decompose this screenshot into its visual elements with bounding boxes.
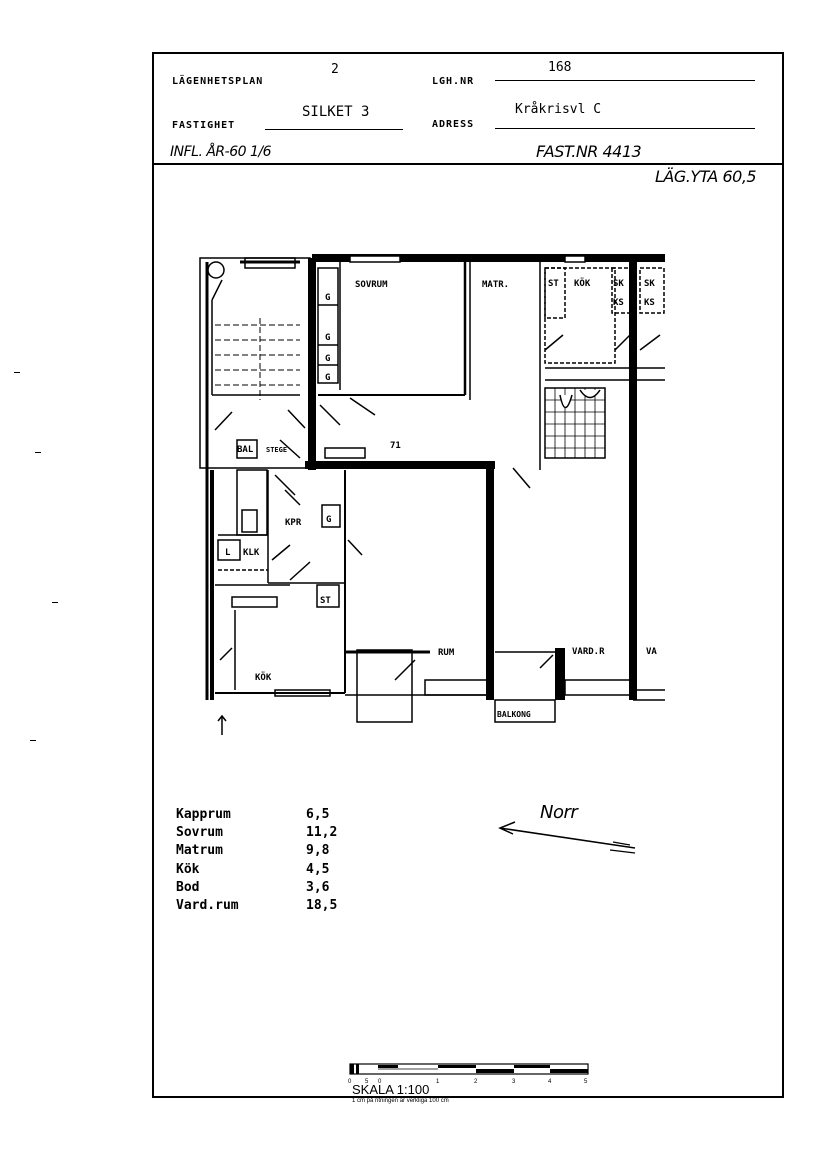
svg-text:KÖK: KÖK bbox=[255, 672, 272, 683]
scale-bar-graphic: 0 5 0 1 2 3 4 5 bbox=[348, 1063, 589, 1085]
svg-text:0: 0 bbox=[348, 1079, 352, 1084]
scan-mark bbox=[52, 602, 58, 603]
scan-mark bbox=[30, 740, 36, 741]
document-frame bbox=[152, 52, 784, 1098]
svg-text:G: G bbox=[325, 293, 330, 303]
svg-text:0: 0 bbox=[378, 1079, 382, 1084]
scale-title: SKALA 1:100 bbox=[352, 1082, 430, 1097]
svg-text:3: 3 bbox=[512, 1079, 516, 1084]
property-underline bbox=[265, 129, 403, 130]
property-label: FASTIGHET bbox=[172, 120, 236, 131]
svg-text:BAL: BAL bbox=[237, 445, 254, 455]
svg-text:KPR: KPR bbox=[285, 518, 302, 528]
svg-text:1: 1 bbox=[436, 1079, 440, 1084]
svg-text:RUM: RUM bbox=[438, 648, 455, 658]
apartment-area: LÄG.YTA 60,5 bbox=[655, 167, 757, 186]
plan-label: LÄGENHETSPLAN bbox=[172, 76, 264, 87]
apartment-no-label: LGH.NR bbox=[432, 76, 475, 87]
svg-text:STEGE: STEGE bbox=[266, 446, 287, 454]
scan-mark bbox=[14, 372, 20, 373]
address-label: ADRESS bbox=[432, 119, 475, 130]
property-number: FAST.NR 4413 bbox=[536, 142, 642, 161]
svg-text:G: G bbox=[326, 515, 331, 525]
header-divider bbox=[152, 163, 784, 165]
scan-mark bbox=[35, 452, 41, 453]
north-indicator: Norr bbox=[495, 800, 645, 860]
svg-text:G: G bbox=[325, 354, 330, 364]
svg-text:MATR.: MATR. bbox=[482, 280, 509, 290]
svg-text:KLK: KLK bbox=[243, 548, 260, 558]
svg-text:VARD.R: VARD.R bbox=[572, 647, 605, 657]
svg-text:ST: ST bbox=[320, 596, 331, 606]
svg-text:SK: SK bbox=[644, 279, 655, 289]
svg-text:BALKONG: BALKONG bbox=[497, 710, 531, 719]
svg-text:2: 2 bbox=[474, 1079, 478, 1084]
svg-text:KS: KS bbox=[644, 298, 655, 308]
svg-text:ST: ST bbox=[548, 279, 559, 289]
plan-value: 2 bbox=[331, 62, 339, 77]
north-label: Norr bbox=[540, 802, 578, 823]
svg-text:5: 5 bbox=[365, 1079, 369, 1084]
svg-text:G: G bbox=[325, 373, 330, 383]
scale-bar: 0 5 0 1 2 3 4 5 bbox=[348, 1062, 593, 1088]
svg-text:VA: VA bbox=[646, 647, 657, 657]
svg-text:SK: SK bbox=[613, 279, 624, 289]
move-in-note: INFL. ÅR-60 1/6 bbox=[170, 144, 272, 160]
address-value: Kråkrisvl C bbox=[515, 102, 602, 117]
svg-text:KS: KS bbox=[613, 298, 624, 308]
svg-text:71: 71 bbox=[390, 441, 401, 451]
apartment-no-value: 168 bbox=[548, 60, 572, 75]
address-underline bbox=[495, 128, 755, 129]
apartment-no-underline bbox=[495, 80, 755, 81]
north-arrow-icon bbox=[498, 821, 636, 854]
svg-text:4: 4 bbox=[548, 1079, 552, 1084]
svg-text:KÖK: KÖK bbox=[574, 278, 591, 289]
property-value: SILKET 3 bbox=[302, 104, 370, 120]
room-label-sovrum: SOVRUM bbox=[355, 280, 388, 290]
svg-text:G: G bbox=[325, 333, 330, 343]
scale-subtitle: 1 cm på ritningen är verkliga 100 cm bbox=[352, 1098, 449, 1104]
svg-text:5: 5 bbox=[584, 1079, 588, 1084]
svg-text:L: L bbox=[225, 548, 231, 558]
